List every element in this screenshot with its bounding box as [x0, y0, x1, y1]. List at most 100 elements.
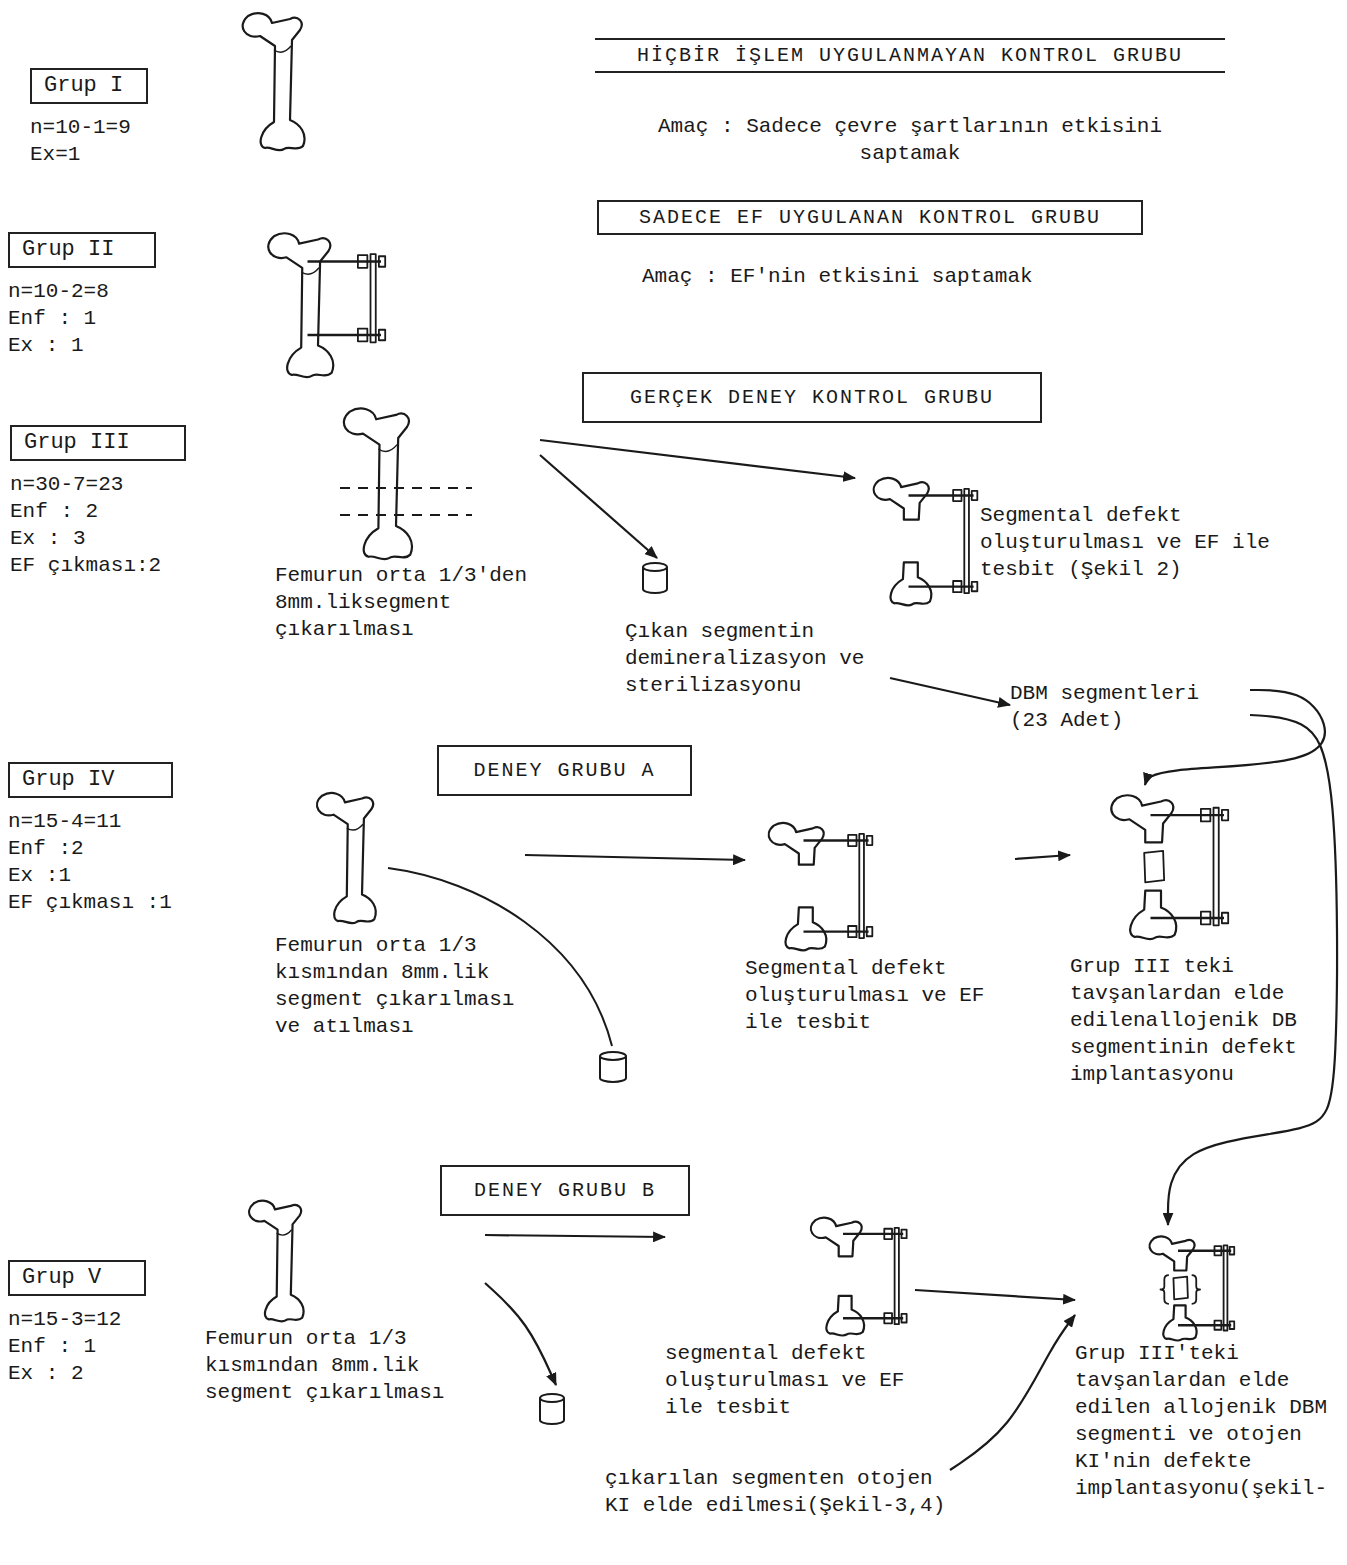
group-heading: GERÇEK DENEY KONTROL GRUBU — [582, 372, 1042, 423]
cylinder-top — [540, 1394, 564, 1402]
dbm-implant — [1144, 851, 1164, 883]
group-label: Grup IV — [8, 762, 173, 798]
fixator-bar — [1214, 808, 1219, 926]
fixed-femur-figure — [874, 478, 978, 606]
flow-arrow — [485, 1283, 556, 1385]
fixator-nut — [953, 490, 961, 501]
group-label: Grup V — [8, 1260, 146, 1296]
text-holder: Grup III teki tavşanlardan elde edilenal… — [1070, 953, 1328, 1088]
femur-upper-fragment — [874, 478, 929, 520]
step-text: Segmental defekt oluşturulması ve EF ile… — [980, 502, 1275, 583]
cylinder-body — [540, 1398, 564, 1424]
fixator-nut — [358, 255, 367, 268]
text-holder: Grup I n=10-1=9Ex=1 — [30, 68, 200, 168]
heading-block: SADECE EF UYGULANAN KONTROL GRUBUAmaç : … — [597, 200, 1143, 290]
femur-upper-fragment — [769, 823, 824, 865]
flow-arrow — [890, 678, 1010, 705]
text-holder: Grup IIn=10-2=8Enf : 1Ex : 1 — [8, 232, 178, 359]
fixator-nut — [1214, 1321, 1221, 1330]
cut-line — [340, 514, 472, 516]
step-text: çıkarılan segmenten otojen KI elde edilm… — [605, 1465, 950, 1519]
group-stat: Enf : 1 — [8, 1333, 178, 1360]
fixator-nut — [867, 927, 873, 936]
text-holder: Femurun orta 1/3 kısmından 8mm.lik segme… — [205, 1325, 485, 1406]
fixator-nut — [901, 1314, 906, 1323]
group-stat: Ex=1 — [30, 141, 200, 168]
fixator-nut — [1214, 1246, 1221, 1255]
femur-lower-fragment — [1163, 1305, 1196, 1340]
step-text: Segmental defekt oluşturulması ve EF ile… — [745, 955, 1015, 1036]
aim-text: Amaç : EF'nin etkisini saptamak — [642, 263, 1143, 290]
fixator-nut — [901, 1230, 906, 1239]
fixator-nut — [1201, 912, 1210, 925]
femur-figure — [268, 233, 385, 377]
heading-block: DENEY GRUBU B — [440, 1165, 690, 1216]
flow-arrow — [485, 1235, 665, 1237]
femur-outline — [344, 408, 412, 559]
femur-outline — [317, 793, 376, 923]
text-holder: DENEY GRUBU A — [437, 745, 692, 796]
fixator-nut — [1230, 1321, 1235, 1329]
text-holder: HİÇBİR İŞLEM UYGULANMAYAN KONTROL GRUBU A… — [595, 38, 1225, 167]
flow-arrow — [525, 855, 745, 860]
figure-space — [855, 470, 1275, 502]
text-holder: Femurun orta 1/3 kısmından 8mm.lik segme… — [275, 932, 525, 1040]
group-label-block: Grup IIIn=30-7=23Enf : 2Ex : 3EF çıkması… — [10, 425, 210, 579]
femur-detail — [301, 268, 319, 274]
bone-segment-cylinder — [600, 1052, 626, 1082]
fixator-nut — [1222, 913, 1228, 924]
brace-left — [1161, 1275, 1169, 1304]
fixator-nut — [867, 836, 873, 845]
cylinder-top — [600, 1052, 626, 1060]
group-heading: HİÇBİR İŞLEM UYGULANMAYAN KONTROL GRUBU — [595, 38, 1225, 73]
text-holder: DENEY GRUBU B — [440, 1165, 690, 1216]
step-text: Çıkan segmentin demineralizasyon ve ster… — [625, 618, 890, 699]
fixator-nut — [1222, 810, 1228, 821]
cylinder-top — [643, 563, 667, 571]
group-stat: Enf : 1 — [8, 305, 178, 332]
femur-detail — [378, 445, 397, 452]
fixator-nut — [358, 329, 367, 342]
fixator-nut — [884, 1313, 892, 1323]
fixator-bar — [964, 489, 969, 593]
brace-right — [1192, 1275, 1200, 1304]
text-holder: Grup Vn=15-3=12Enf : 1Ex : 2 — [8, 1260, 178, 1387]
cylinder-body — [600, 1056, 626, 1082]
femur-outline — [268, 233, 333, 377]
group-label: Grup I — [30, 68, 148, 104]
aim-text: Amaç : Sadece çevre şartlarının etkisini… — [640, 113, 1180, 167]
fixator-nut — [1201, 809, 1210, 822]
step-node: Grup III'teki tavşanlardan elde edilen a… — [1075, 1225, 1340, 1502]
femur-upper-fragment — [811, 1218, 862, 1257]
fixator-nut — [848, 835, 856, 846]
group-stat: n=10-1=9 — [30, 114, 200, 141]
step-text: segmental defekt oluşturulması ve EF ile… — [665, 1340, 915, 1421]
fixator-nut — [972, 582, 978, 591]
group-label-block: Grup Vn=15-3=12Enf : 1Ex : 2 — [8, 1260, 178, 1387]
text-holder: Çıkan segmentin demineralizasyon ve ster… — [625, 618, 890, 699]
dbm-implant — [1173, 1277, 1187, 1300]
figure-space — [275, 400, 540, 562]
fixator-nut — [379, 256, 385, 267]
fixator-bar — [371, 254, 376, 342]
group-label: Grup II — [8, 232, 156, 268]
step-text: Femurun orta 1/3'den 8mm.liksegment çıka… — [275, 562, 540, 643]
text-holder: segmental defekt oluşturulması ve EF ile… — [665, 1340, 915, 1421]
group-stat: n=15-4=11 — [8, 808, 208, 835]
femur-lower-fragment — [826, 1296, 864, 1336]
fixed-femur-figure — [1111, 795, 1228, 939]
fixed-femur-figure — [811, 1218, 907, 1336]
text-holder: Grup IVn=15-4=11Enf :2Ex :1EF çıkması :1 — [8, 762, 208, 916]
group-stat: EF çıkması :1 — [8, 889, 208, 916]
step-text: Grup III teki tavşanlardan elde edilenal… — [1070, 953, 1328, 1088]
bone-segment-cylinder — [540, 1394, 564, 1424]
text-holder: Femurun orta 1/3'den 8mm.liksegment çıka… — [275, 562, 540, 643]
group-stat: EF çıkması:2 — [10, 552, 210, 579]
text-holder: çıkarılan segmenten otojen KI elde edilm… — [540, 1465, 950, 1519]
fixator-nut — [953, 581, 961, 592]
figure-space — [1075, 1225, 1340, 1340]
group-label-block: Grup I n=10-1=9Ex=1 — [30, 68, 200, 168]
flow-arrow — [1015, 855, 1070, 859]
step-node: Femurun orta 1/3 kısmından 8mm.lik segme… — [205, 1195, 485, 1406]
